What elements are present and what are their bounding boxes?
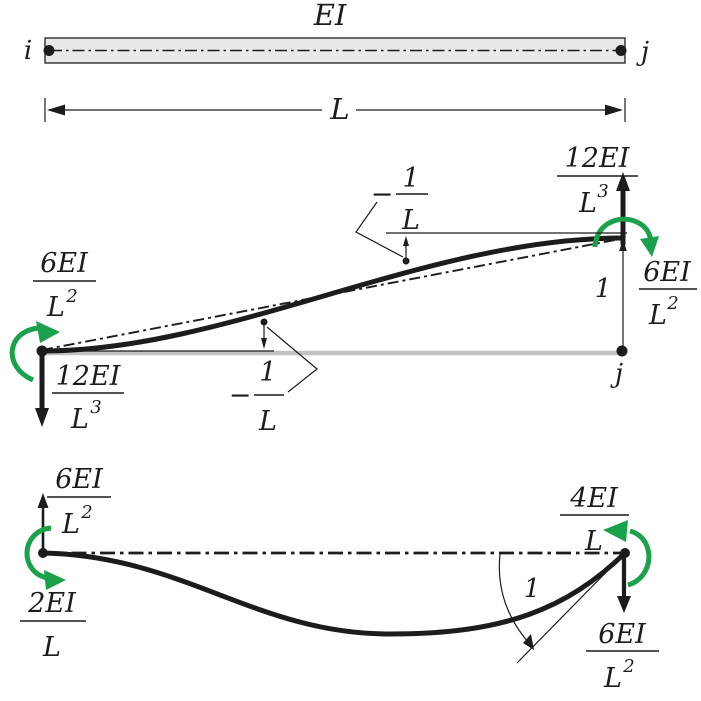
fraction-numerator: 6EI bbox=[643, 257, 692, 288]
fraction-numerator: 12EI bbox=[56, 361, 122, 392]
fraction-denominator: L bbox=[70, 404, 89, 435]
right-moment-label: 4EI L bbox=[560, 483, 629, 557]
unit-rotation-arc bbox=[498, 553, 529, 643]
unit-rotation-label: 1 bbox=[524, 574, 541, 604]
upper-slope-label: − 1 L bbox=[371, 163, 428, 236]
unit-displacement-label: 1 bbox=[595, 274, 612, 304]
fraction-exponent: 2 bbox=[666, 293, 678, 314]
minus-sign: − bbox=[229, 380, 252, 411]
right-moment-arrowhead-icon bbox=[640, 236, 659, 257]
left-moment-arc-icon bbox=[9, 325, 39, 383]
left-shear-label: 12EI L 3 bbox=[52, 361, 124, 435]
upper-slope-point-dot bbox=[402, 257, 410, 265]
fraction-numerator: 12EI bbox=[565, 143, 631, 174]
right-shear-label: 6EI L 2 bbox=[586, 619, 659, 694]
deflected-shape-curve bbox=[39, 235, 626, 354]
fraction-denominator: L bbox=[61, 509, 80, 540]
unit-rotation-diagram: 6EI L 2 2EI L 4EI L 6EI L 2 bbox=[20, 464, 659, 694]
node-i-label: i bbox=[24, 36, 32, 66]
fraction-exponent: 2 bbox=[622, 656, 634, 677]
upper-slope-leader-line bbox=[355, 201, 404, 258]
right-shear-arrowhead-icon bbox=[616, 172, 630, 191]
left-shear-arrowhead-icon bbox=[35, 408, 49, 427]
fraction-denominator: L bbox=[258, 406, 277, 437]
fraction-denominator: L bbox=[578, 188, 597, 219]
beam-element-diagram: EI i j bbox=[24, 0, 649, 67]
left-moment-label: 2EI L bbox=[20, 588, 86, 663]
fraction-numerator: 1 bbox=[402, 163, 419, 194]
lower-slope-point-dot bbox=[260, 318, 268, 326]
fraction-denominator: L bbox=[584, 526, 603, 557]
node-i-dot bbox=[36, 345, 48, 357]
fraction-exponent: 2 bbox=[80, 502, 92, 523]
fraction-exponent: 3 bbox=[597, 181, 608, 202]
length-dimension: L bbox=[44, 92, 626, 126]
fraction-denominator: L bbox=[401, 205, 420, 236]
dimension-arrow-left-icon bbox=[47, 104, 65, 116]
right-moment-arc-icon bbox=[592, 216, 654, 248]
fraction-denominator: L bbox=[648, 300, 667, 331]
right-shear-arrowhead-icon bbox=[617, 596, 631, 613]
fraction-denominator: L bbox=[42, 632, 61, 663]
fraction-exponent: 3 bbox=[90, 397, 101, 418]
unit-displacement-arrowhead-icon bbox=[619, 239, 627, 251]
node-i-dot bbox=[43, 45, 55, 56]
deflected-shape-curve bbox=[40, 550, 628, 637]
node-j-dot bbox=[616, 345, 628, 357]
right-shear-label: 12EI L 3 bbox=[557, 143, 638, 219]
right-moment-label: 6EI L 2 bbox=[639, 257, 697, 331]
fraction-exponent: 2 bbox=[65, 286, 77, 307]
fraction-denominator: L bbox=[46, 292, 65, 323]
upper-slope-arrowhead-icon bbox=[403, 236, 409, 246]
left-moment-arc-icon bbox=[24, 525, 52, 581]
left-moment-label: 6EI L 2 bbox=[33, 248, 96, 323]
node-i-dot bbox=[38, 548, 48, 558]
tangent-at-j-line bbox=[516, 552, 626, 664]
fraction-numerator: 6EI bbox=[55, 464, 104, 495]
fraction-denominator: L bbox=[603, 663, 622, 694]
lower-slope-arrowhead-icon bbox=[261, 338, 267, 349]
node-j-label: j bbox=[610, 359, 623, 389]
fraction-numerator: 6EI bbox=[598, 619, 647, 650]
left-moment-arrowhead-icon bbox=[36, 321, 60, 343]
left-shear-label: 6EI L 2 bbox=[47, 464, 111, 540]
fraction-numerator: 6EI bbox=[40, 248, 89, 279]
node-j-label: j bbox=[636, 37, 649, 67]
right-moment-arc-icon bbox=[627, 528, 652, 588]
fraction-numerator: 2EI bbox=[27, 588, 77, 619]
unit-rotation-arrowhead-icon bbox=[523, 634, 534, 650]
fraction-numerator: 1 bbox=[259, 357, 276, 388]
length-label: L bbox=[329, 92, 349, 126]
dimension-arrow-right-icon bbox=[605, 104, 623, 116]
lower-slope-leader-line bbox=[266, 326, 318, 393]
node-j-dot bbox=[615, 45, 627, 56]
lower-slope-label: − 1 L bbox=[229, 357, 284, 437]
right-moment-arrowhead-icon bbox=[603, 520, 628, 542]
fraction-numerator: 4EI bbox=[569, 483, 619, 514]
beam-stiffness-label: EI bbox=[313, 0, 347, 32]
left-moment-arrowhead-icon bbox=[44, 570, 66, 590]
beam-rectangle bbox=[44, 37, 626, 64]
unit-translation-diagram: j 6EI L 2 12EI L 3 12EI L 3 bbox=[9, 143, 697, 437]
left-shear-arrowhead-icon bbox=[37, 493, 49, 508]
